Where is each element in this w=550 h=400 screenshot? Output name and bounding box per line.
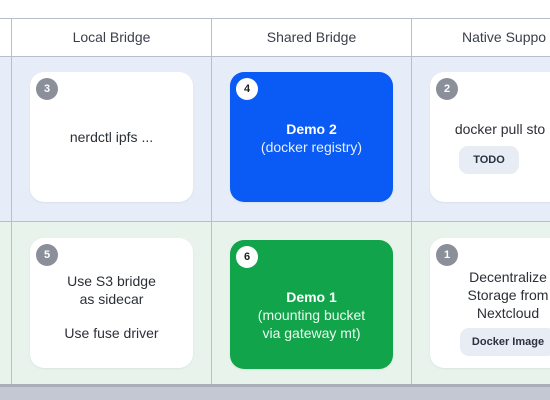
card-line-2: as sidecar (79, 291, 144, 307)
card-local-s3[interactable]: 5 Use S3 bridge as sidecar Use fuse driv… (30, 238, 193, 368)
header-top-strip (0, 0, 550, 18)
grid-line-header (0, 56, 550, 57)
board-bottom-shadow (0, 384, 550, 387)
card-text: docker pull sto (454, 121, 546, 137)
grid-line-v1 (211, 18, 212, 384)
card-number-badge: 5 (36, 244, 58, 266)
card-line-3: Nextcloud (476, 305, 540, 321)
column-header-row: Local Bridge Shared Bridge Native Suppo (0, 18, 550, 56)
card-title: Demo 1 (286, 289, 337, 305)
card-title: Demo 2 (286, 121, 337, 137)
card-line-2: Storage from (467, 287, 549, 303)
card-line-1: Use S3 bridge (67, 273, 156, 289)
card-shared-registry[interactable]: 4 Demo 2 (docker registry) (230, 72, 393, 202)
board-bottom-edge (0, 384, 550, 400)
card-line-2: via gateway mt) (262, 325, 361, 341)
card-line-3: Use fuse driver (64, 325, 159, 341)
card-number-badge: 4 (236, 78, 258, 100)
card-native-pull[interactable]: 2 docker pull sto TODO (430, 72, 550, 202)
card-native-storage[interactable]: 1 Decentralize Storage from Nextcloud Do… (430, 238, 550, 368)
column-header-shared-bridge: Shared Bridge (266, 29, 357, 45)
grid-line-top (0, 18, 550, 19)
column-header-local-bridge: Local Bridge (72, 29, 151, 45)
card-text: nerdctl ipfs ... (69, 129, 154, 145)
card-line-1: Decentralize (469, 269, 547, 285)
card-subtitle: (docker registry) (260, 139, 363, 155)
card-number-badge: 2 (436, 78, 458, 100)
grid-line-v0 (11, 18, 12, 384)
docker-image-badge: Docker Image (459, 328, 550, 356)
grid-line-middle (0, 221, 550, 222)
card-number-badge: 1 (436, 244, 458, 266)
column-header-native-support: Native Suppo (462, 29, 547, 45)
todo-badge: TODO (459, 146, 519, 174)
card-line-1: (mounting bucket (257, 307, 366, 323)
card-number-badge: 6 (236, 246, 258, 268)
card-shared-mount[interactable]: 6 Demo 1 (mounting bucket via gateway mt… (230, 240, 393, 369)
card-local-ipfs[interactable]: 3 nerdctl ipfs ... (30, 72, 193, 202)
card-number-badge: 3 (36, 78, 58, 100)
grid-line-v2 (411, 18, 412, 384)
